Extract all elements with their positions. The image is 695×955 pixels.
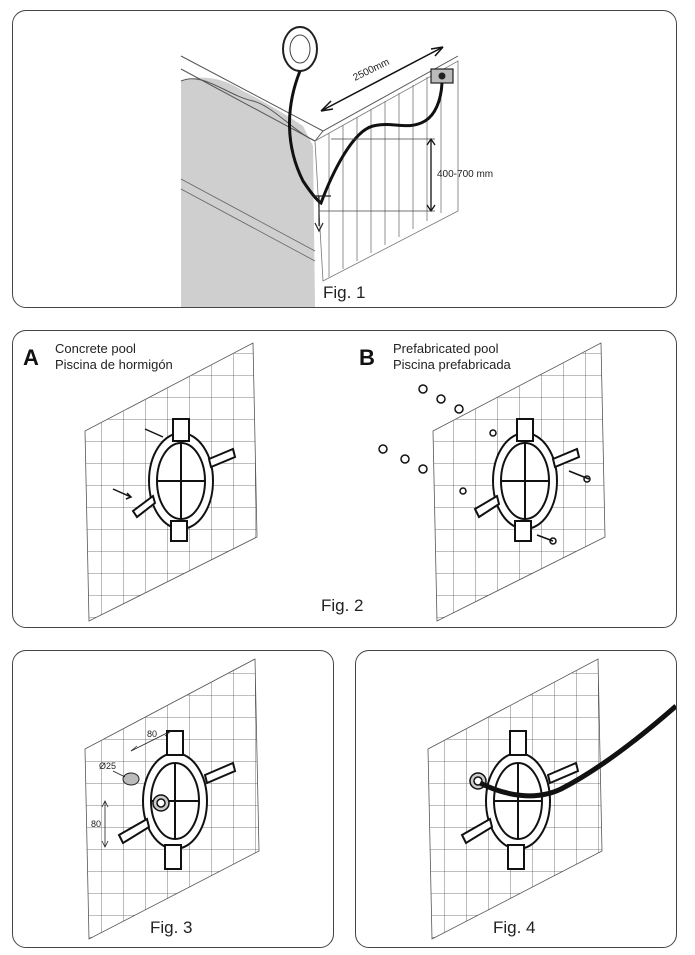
bracket-3 bbox=[117, 730, 237, 870]
lamp-icon bbox=[282, 26, 318, 72]
fig2-panel: A Concrete pool Piscina de hormigón B Pr… bbox=[12, 330, 677, 628]
prefab-pool-es: Piscina prefabricada bbox=[393, 357, 511, 372]
lamp-cable bbox=[288, 70, 444, 206]
junction-box-icon bbox=[430, 68, 454, 84]
dim-80-top: 80 bbox=[147, 729, 157, 739]
fig2-drawing bbox=[84, 342, 606, 622]
fig2-label-b: B bbox=[359, 345, 375, 370]
dim-400-700-label: 400-700 mm bbox=[437, 169, 493, 180]
fig1-panel: 2500mm 400-700 mm Fig. 1 bbox=[12, 10, 677, 308]
fig2-caption: Fig. 2 bbox=[321, 596, 364, 615]
hole-25 bbox=[122, 772, 140, 786]
bracket-b bbox=[473, 418, 581, 542]
fig2-label-b-text: Prefabricated pool Piscina prefabricada bbox=[393, 341, 511, 373]
bolt-b1 bbox=[568, 470, 590, 480]
dim-2500-line bbox=[320, 46, 444, 112]
pool-floor-line bbox=[180, 178, 316, 262]
fig2-label-a-text: Concrete pool Piscina de hormigón bbox=[55, 341, 173, 373]
fig3-caption: Fig. 3 bbox=[150, 918, 193, 937]
bolt-b2 bbox=[536, 534, 554, 542]
gland-3 bbox=[152, 794, 170, 812]
dim-diameter: Ø25 bbox=[99, 761, 116, 771]
fig3-drawing: 80 80 Ø25 bbox=[84, 658, 260, 940]
concrete-pool-en: Concrete pool bbox=[55, 341, 136, 356]
screw-a1 bbox=[144, 428, 164, 438]
fig4-caption: Fig. 4 bbox=[493, 918, 536, 937]
fig1-drawing: 2500mm 400-700 mm bbox=[180, 26, 493, 307]
concrete-pool-es: Piscina de hormigón bbox=[55, 357, 173, 372]
pool-wall bbox=[314, 60, 459, 282]
fig3-panel: 80 80 Ø25 Fig. 3 bbox=[12, 650, 334, 948]
screw-a2 bbox=[112, 488, 133, 500]
fig1-caption: Fig. 1 bbox=[323, 283, 366, 302]
dim-80-side: 80 bbox=[91, 819, 101, 829]
pool-water bbox=[181, 77, 315, 307]
dim-2500-label: 2500mm bbox=[351, 57, 391, 84]
bracket-4 bbox=[460, 730, 580, 870]
fig4-panel: Fig. 4 bbox=[355, 650, 677, 948]
fig2-label-a: A bbox=[23, 345, 39, 370]
fig4-drawing bbox=[427, 658, 676, 940]
cable-4 bbox=[478, 704, 676, 799]
prefab-pool-en: Prefabricated pool bbox=[393, 341, 499, 356]
nuts-b bbox=[378, 384, 591, 545]
bracket-a bbox=[131, 418, 237, 542]
